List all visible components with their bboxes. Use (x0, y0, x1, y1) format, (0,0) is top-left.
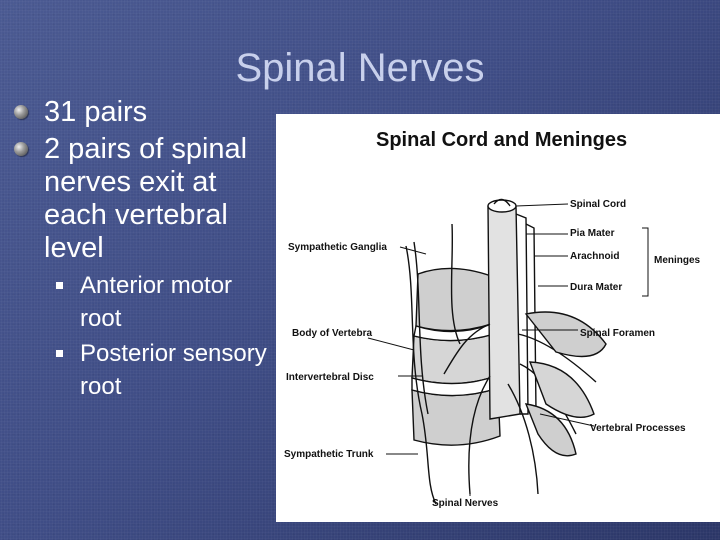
label-dura-mater: Dura Mater (570, 282, 622, 293)
spinal-cord-diagram: Spinal Cord and Meninges (284, 129, 701, 509)
figure-title: Spinal Cord and Meninges (376, 129, 627, 151)
slide-title: Spinal Nerves (235, 46, 485, 90)
bullet-item: 2 pairs of spinal nerves exit at each ve… (10, 133, 278, 265)
bullet-list: 31 pairs 2 pairs of spinal nerves exit a… (10, 96, 278, 403)
label-sympathetic-ganglia: Sympathetic Ganglia (288, 242, 387, 253)
square-bullet-icon (56, 282, 63, 289)
sub-bullet-item: Anterior motor root (10, 269, 278, 335)
label-spinal-foramen: Spinal Foramen (580, 328, 655, 339)
label-meninges: Meninges (654, 255, 701, 266)
label-spinal-cord: Spinal Cord (570, 199, 626, 210)
bullet-text: 31 pairs (44, 96, 148, 128)
label-vertebral-processes: Vertebral Processes (590, 423, 686, 434)
bullet-item: 31 pairs (10, 96, 278, 129)
label-intervertebral-disc: Intervertebral Disc (286, 372, 374, 383)
square-bullet-icon (56, 350, 63, 357)
bullet-text: 2 pairs of spinal nerves exit at each ve… (44, 133, 248, 264)
label-body-of-vertebra: Body of Vertebra (292, 328, 372, 339)
vertebral-column-illustration (405, 198, 607, 505)
label-sympathetic-trunk: Sympathetic Trunk (284, 449, 374, 460)
label-arachnoid: Arachnoid (570, 251, 619, 262)
label-spinal-nerves: Spinal Nerves (432, 498, 499, 509)
bullet-sphere-icon (14, 142, 28, 156)
bullet-sphere-icon (14, 105, 28, 119)
sub-bullet-item: Posterior sensory root (10, 337, 278, 403)
sub-bullet-text: Anterior motor root (80, 272, 233, 332)
leader-lines (367, 203, 649, 496)
spinal-cord-figure: Spinal Cord and Meninges (276, 114, 720, 522)
label-pia-mater: Pia Mater (570, 228, 615, 239)
sub-bullet-text: Posterior sensory root (80, 340, 267, 400)
